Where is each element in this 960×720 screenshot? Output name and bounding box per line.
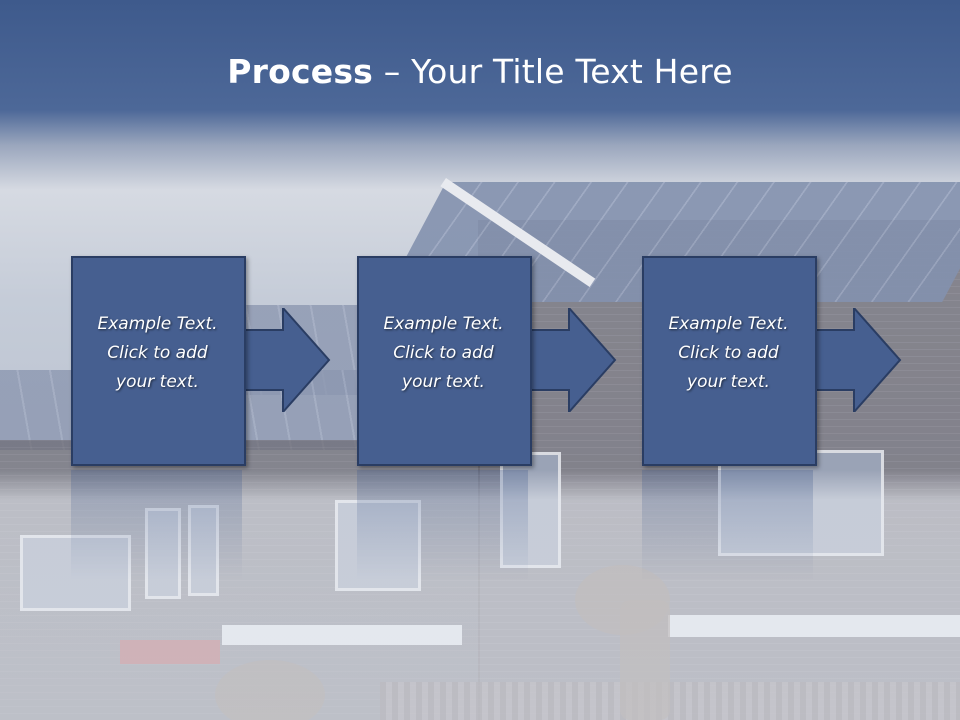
arrow-right-icon — [802, 308, 902, 412]
step-text[interactable]: Example Text. Click to add your text. — [668, 314, 789, 392]
step-reflection — [71, 470, 246, 580]
step-box[interactable] — [357, 256, 532, 466]
step-box[interactable] — [642, 256, 817, 466]
step-reflection — [357, 470, 532, 580]
step-text[interactable]: Example Text. Click to add your text. — [97, 314, 218, 392]
arrow-right-icon — [517, 308, 617, 412]
slide-title[interactable]: Process – Your Title Text Here — [0, 52, 960, 91]
title-bold: Process — [227, 52, 374, 91]
title-rest: – Your Title Text Here — [373, 52, 733, 91]
process-step-1[interactable]: Example Text. Click to add your text. — [71, 256, 331, 466]
process-step-2[interactable]: Example Text. Click to add your text. — [357, 256, 617, 466]
step-reflection — [642, 470, 817, 580]
process-step-3[interactable]: Example Text. Click to add your text. — [642, 256, 902, 466]
arrow-right-icon — [231, 308, 331, 412]
step-box[interactable] — [71, 256, 246, 466]
step-text[interactable]: Example Text. Click to add your text. — [383, 314, 504, 392]
